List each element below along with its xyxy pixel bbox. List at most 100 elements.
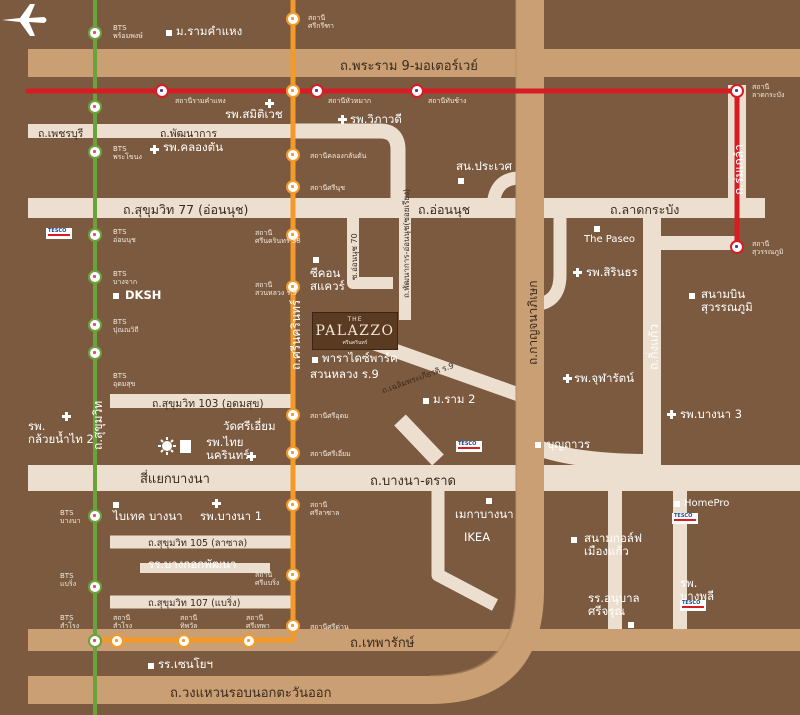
station-label-suan-luang: สถานี สวนหลวง ร.9 xyxy=(255,281,297,298)
station-label-lat-krabang: สถานี ลาดกระบัง xyxy=(752,83,785,100)
place-vibhavadi: รพ.วิภาวดี xyxy=(350,112,402,126)
orange-station-10 xyxy=(286,568,300,582)
place-marker xyxy=(674,501,680,507)
bts-station-punnawithi xyxy=(88,318,102,332)
station-label-phra-khanong: BTS พระโขนง xyxy=(113,145,142,162)
place-boonthavorn: บุญถาวร xyxy=(547,437,591,451)
hospital-icon xyxy=(667,410,676,419)
place-paradise-park: พาราไดซ์พาร์ค xyxy=(322,351,398,365)
station-label-top: BTS พร้อมพงษ์ xyxy=(113,24,143,41)
road-outer-ring xyxy=(28,0,544,704)
place-mega-bangna: เมกาบางนา xyxy=(455,507,514,521)
station-label-bang-chak: BTS บางจาก xyxy=(113,270,138,287)
place-rama2: ม.ราม 2 xyxy=(433,392,476,406)
place-marker xyxy=(571,537,577,543)
station-label-bearing: BTS แบริ่ง xyxy=(60,572,77,589)
place-khlongton: รพ.คลองตัน xyxy=(163,140,224,154)
station-label-bang-na: BTS บางนา xyxy=(60,509,81,526)
road-label-sukhumvit77: ถ.สุขุมวิท 77 (อ่อนนุช) xyxy=(123,202,249,217)
road-label-on-nut: ถ.อ่อนนุช xyxy=(418,202,471,217)
hospital-icon xyxy=(573,268,582,277)
orange-station-13 xyxy=(177,634,191,648)
place-marker xyxy=(486,498,492,504)
orange-station-1 xyxy=(286,12,300,26)
road-label-lat-krabang: ถ.ลาดกระบัง xyxy=(610,202,680,217)
road-label-bangna-trat: ถ.บางนา-ตราด xyxy=(370,474,456,489)
place-wat-sri-iam: วัดศรีเอี่ยม xyxy=(223,419,276,433)
bts-station-on-nut xyxy=(88,228,102,242)
road-mega-bangna xyxy=(431,490,499,611)
road-label-theparak: ถ.เทพารักษ์ xyxy=(350,636,415,651)
road-on-nut-70 xyxy=(347,215,393,289)
road-label-phatthanakan-on-nut: ถ.พัฒนาการ-อ่อนนุช(ซอยเรียง) xyxy=(402,188,411,298)
station-label-sri-la-salle: สถานี ศรีลาซาล xyxy=(310,501,340,518)
hospital-icon xyxy=(62,412,71,421)
bts-station-bang-chak xyxy=(88,270,102,284)
road-phatthanakan xyxy=(293,123,406,200)
place-seacon: ซีคอน สแควร์ xyxy=(310,266,345,293)
building-icon xyxy=(180,440,191,453)
station-label-khlong-kalan: สถานีคลองกลันตัน xyxy=(310,152,367,160)
place-the-paseo: The Paseo xyxy=(584,234,635,245)
orange-station-9 xyxy=(286,498,300,512)
bts-station-top xyxy=(88,26,102,40)
hospital-icon xyxy=(563,374,572,383)
road-label-sukhumvit107: ถ.สุขุมวิท 107 (แบริ่ง) xyxy=(148,598,241,609)
station-label-thipawan: สถานี ทิพวัล xyxy=(180,614,198,631)
place-ramkhamhaeng: ม.รามคำแหง xyxy=(176,24,243,38)
bts-station-bearing xyxy=(88,580,102,594)
place-marker xyxy=(113,502,119,508)
logo-top-text: THE xyxy=(347,316,363,323)
place-marker xyxy=(312,357,318,363)
red-station-lat-krabang xyxy=(730,84,744,98)
road-label-phetchaburi: ถ.เพชรบุรี xyxy=(38,128,84,140)
road-label-kanchanaphisek: ถ.กาญจนาภิเษก xyxy=(526,280,540,365)
station-label-sri-nut: สถานีศรีนุช xyxy=(310,184,345,192)
place-bangkok-pattana: รร.บางกอกพัฒนา xyxy=(148,557,237,571)
station-label-suvarnabhumi: สถานี สุวรรณภูมิ xyxy=(752,240,784,257)
place-marker xyxy=(113,293,119,299)
station-label-samrong: สถานี สำโรง xyxy=(113,614,133,631)
place-marker xyxy=(313,257,319,263)
orange-station-6 xyxy=(286,280,300,294)
red-station-ramkhamhaeng xyxy=(155,84,169,98)
place-bangna3: รพ.บางนา 3 xyxy=(680,407,743,421)
place-dksh: DKSH xyxy=(125,288,162,302)
place-thai-nakarin: รพ.ไทย นครินทร์ xyxy=(206,435,250,462)
place-prawet: สน.ประเวศ xyxy=(456,159,512,173)
tesco-lotus-icon: TESCO xyxy=(672,513,698,524)
palazzo-logo: THE PALAZZO ศรีนครินทร์ xyxy=(312,312,398,350)
place-bang-phli: รพ. บางพลี xyxy=(680,576,715,603)
bts-station-phra-khanong xyxy=(88,100,102,114)
hospital-icon xyxy=(212,499,221,508)
place-marker xyxy=(166,30,172,36)
orange-station-4 xyxy=(286,180,300,194)
station-label-sri-thepha: สถานี ศรีเทพา xyxy=(246,614,270,631)
road-label-bangna-junction: สี่แยกบางนา xyxy=(140,472,210,487)
place-marker xyxy=(423,398,429,404)
road-label-sukhumvit103: ถ.สุขุมวิท 103 (อุดมสุข) xyxy=(152,398,264,410)
station-label-thap-chang: สถานีทับช้าง xyxy=(428,97,467,105)
place-golf: สนามกอล์ฟ เมืองแก้ว xyxy=(584,531,642,558)
place-kluaynamthai: รพ. กล้วยน้ำไท 2 xyxy=(28,419,94,446)
station-label-ramkhamhaeng: สถานีรามคำแหง xyxy=(175,97,226,105)
bts-station-udom-suk xyxy=(88,346,102,360)
orange-station-5 xyxy=(286,228,300,242)
station-label-punnawithi: BTS ปุณณวิถี xyxy=(113,318,139,335)
place-sen-yoseph: รร.เซนโยฯ xyxy=(158,657,213,671)
place-jularat: รพ.จุฬารัตน์ xyxy=(574,371,634,385)
station-label-udom-suk: BTS อุดมสุข xyxy=(113,372,136,389)
place-homepro: HomePro xyxy=(684,498,730,509)
place-marker xyxy=(535,442,541,448)
orange-station-11 xyxy=(286,619,300,633)
road-label-phatthanakan: ถ.พัฒนาการ xyxy=(160,128,218,140)
orange-station-7 xyxy=(286,408,300,422)
orange-station-3 xyxy=(286,148,300,162)
place-marker xyxy=(628,622,634,628)
road-label-rom-klao: ถ.ร่มเกล้า xyxy=(732,144,746,195)
station-label-srinakarin38: สถานี ศรีนครินทร์ 38 xyxy=(255,229,301,246)
orange-station-8 xyxy=(286,446,300,460)
station-label-sri-kritha: สถานี ศรีกรีฑา xyxy=(308,14,334,31)
